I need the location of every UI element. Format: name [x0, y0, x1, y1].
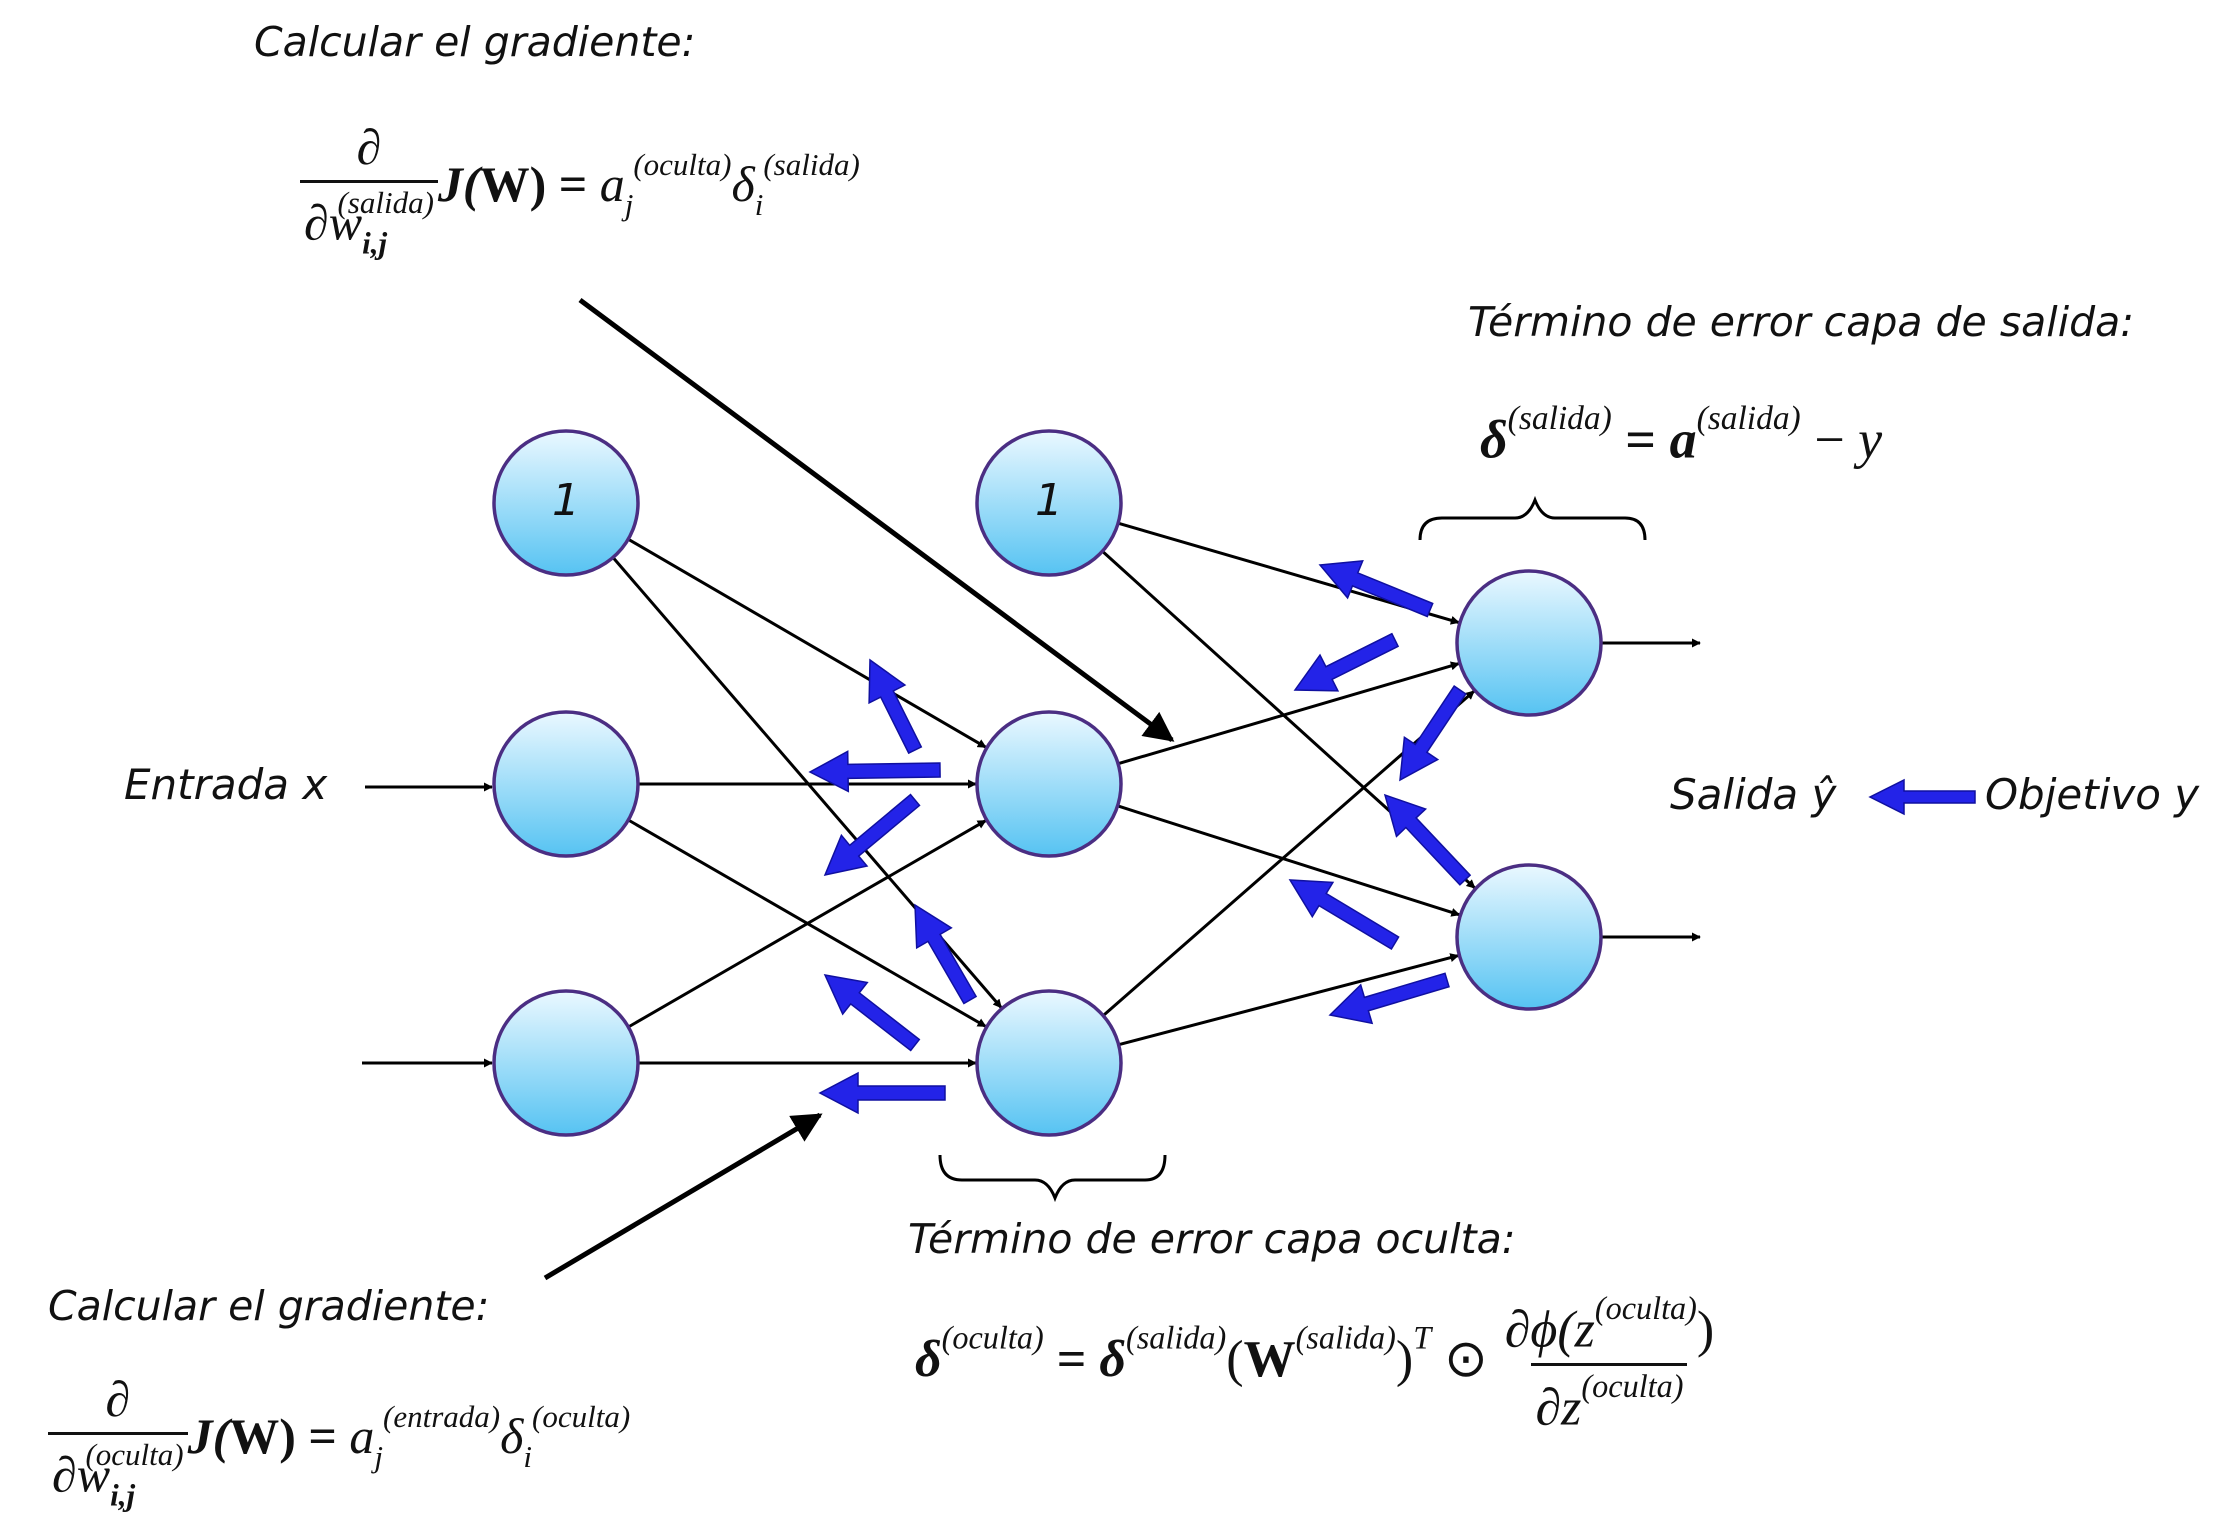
backprop-arrow-9	[868, 658, 923, 755]
connection-h2-o2	[1118, 953, 1460, 1047]
node-h1	[975, 710, 1123, 858]
input-label: Entrada x	[124, 760, 328, 809]
node-b1	[492, 429, 640, 577]
nodes	[492, 429, 1603, 1137]
out-error-title: Término de error capa de salida:	[1468, 298, 2135, 346]
output-layer-brace	[1418, 495, 1647, 541]
backprop-arrow-5	[1288, 879, 1400, 951]
pointer-arrows	[543, 297, 1175, 1281]
grad-output-formula: ∂ ∂wi,j(salida) J(W) = aj(oculta)δi(sali…	[300, 118, 860, 261]
node-i2	[492, 989, 640, 1137]
hid-error-fraction: ∂ϕ(z(oculta)) ∂z(oculta)	[1504, 1290, 1715, 1437]
connection-i2-h1	[627, 819, 987, 1029]
grad-hidden-formula: ∂ ∂wi,j(oculta) J(W) = aj(entrada)δi(ocu…	[48, 1370, 630, 1513]
backprop-arrow-8	[823, 793, 921, 877]
bias-hidden-label: 1	[1035, 475, 1063, 526]
hid-error-title: Término de error capa oculta:	[908, 1215, 1516, 1263]
connection-h1-o1	[1117, 661, 1460, 766]
node-b2	[975, 429, 1123, 577]
connection-h1-o2	[1117, 804, 1461, 917]
grad-hidden-fraction: ∂ ∂wi,j(oculta)	[48, 1370, 188, 1513]
target-to-output-arrow	[1868, 778, 1976, 816]
backprop-arrow-10	[914, 903, 978, 1005]
output-label: Salida ŷ	[1670, 770, 1837, 819]
node-o2	[1455, 863, 1603, 1011]
backprop-arrow-6	[1328, 972, 1450, 1025]
pointer-arrow-output-gradient	[578, 297, 1175, 743]
backprop-arrow-2	[1293, 632, 1400, 692]
backprop-arrows	[808, 560, 1976, 1115]
grad-output-title: Calcular el gradiente:	[254, 18, 696, 66]
backprop-arrow-3	[1399, 685, 1467, 782]
node-i1	[492, 710, 640, 858]
grad-hidden-title: Calcular el gradiente:	[48, 1282, 490, 1330]
braces	[938, 495, 1647, 1203]
connections	[362, 521, 1701, 1068]
node-h2	[975, 989, 1123, 1137]
grad-output-fraction: ∂ ∂wi,j(salida)	[300, 118, 438, 261]
backprop-arrow-1	[1318, 560, 1434, 618]
pointer-arrow-hidden-gradient	[543, 1112, 823, 1281]
hidden-layer-brace	[938, 1154, 1167, 1203]
connection-b1-h1	[627, 537, 987, 749]
backprop-arrow-12	[818, 1071, 946, 1115]
hid-error-formula: δ(oculta) = δ(salida)(W(salida))T ⊙ ∂ϕ(z…	[915, 1290, 1718, 1438]
out-error-formula: δ(salida) = a(salida) − y	[1480, 400, 1883, 470]
target-label: Objetivo y	[1985, 770, 2200, 819]
backprop-arrow-7	[808, 750, 941, 793]
backprop-arrow-11	[823, 974, 921, 1052]
bias-input-label: 1	[552, 475, 580, 526]
backprop-arrow-4	[1383, 793, 1472, 886]
node-o1	[1455, 569, 1603, 717]
